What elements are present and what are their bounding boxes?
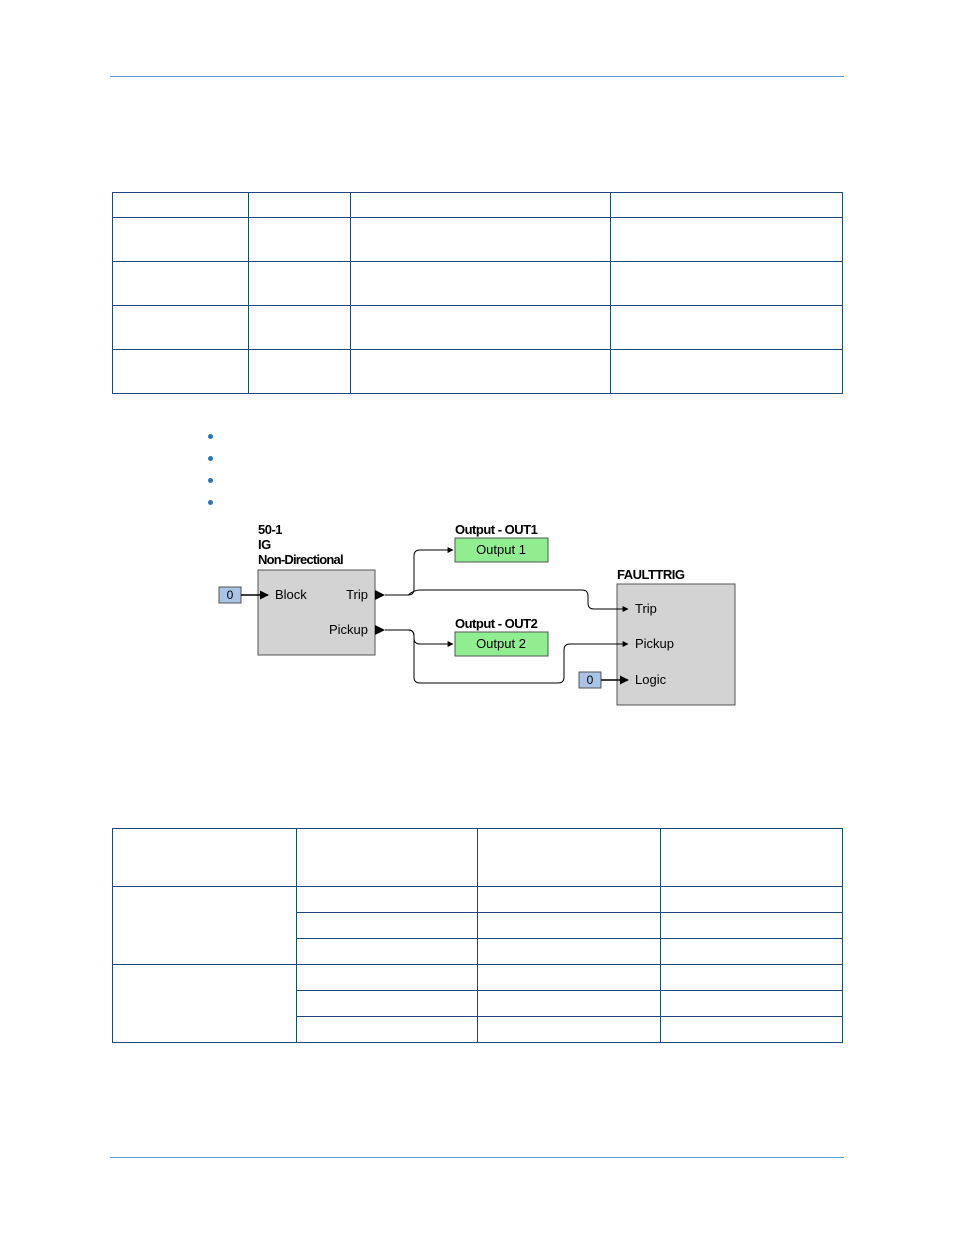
faulttrig-pickup-label: Pickup — [635, 636, 674, 651]
bullet-icon — [208, 478, 213, 483]
output2-label: Output 2 — [476, 636, 526, 651]
table-row — [113, 990, 843, 1017]
wire-pickup-to-output2 — [385, 629, 454, 647]
element-50-1-pickup-label: Pickup — [329, 622, 368, 637]
faulttrig-logic-label: Logic — [635, 672, 667, 687]
wire-trip-to-faulttrig — [385, 589, 629, 612]
logic-diagram: 50-1 IG Non-Directional Block Trip Picku… — [218, 522, 736, 706]
element-50-1-title: 50-1 — [258, 522, 282, 537]
table-row — [113, 938, 843, 965]
element-50-1-block-input-label: Block — [275, 587, 307, 602]
table-row — [112, 305, 843, 350]
table-row — [112, 886, 843, 965]
output1-label: Output 1 — [476, 542, 526, 557]
table-header-row — [112, 828, 843, 887]
table-row — [113, 1016, 843, 1043]
output1-title: Output - OUT1 — [455, 522, 538, 537]
header-rule — [110, 76, 844, 77]
logic-settings-table — [112, 828, 843, 1043]
element-50-1-mode: Non-Directional — [258, 552, 343, 567]
table-row — [113, 912, 843, 939]
pickup-output-arrow-icon — [375, 625, 385, 635]
wire-trip-to-output1 — [385, 547, 454, 596]
element-50-1-trip-label: Trip — [346, 587, 368, 602]
table-row — [112, 261, 843, 306]
constant-logic-value: 0 — [587, 673, 594, 687]
trip-output-arrow-icon — [375, 590, 385, 600]
element-50-1-subtitle: IG — [258, 537, 271, 552]
element-50-1-block[interactable] — [257, 569, 376, 656]
bullet-icon — [208, 434, 213, 439]
output2-title: Output - OUT2 — [455, 616, 538, 631]
output2-block[interactable] — [454, 631, 549, 657]
faulttrig-block[interactable] — [616, 583, 736, 706]
table-row — [112, 349, 843, 394]
faulttrig-title: FAULTTRIG — [617, 567, 685, 582]
bullet-icon — [208, 456, 213, 461]
table-header-row — [112, 192, 843, 218]
bullet-icon — [208, 500, 213, 505]
settings-table — [112, 192, 843, 394]
footer-rule — [110, 1157, 844, 1158]
faulttrig-trip-label: Trip — [635, 601, 657, 616]
wire-pickup-to-faulttrig — [385, 629, 629, 684]
constant-block-value: 0 — [227, 588, 234, 602]
table-row — [112, 964, 843, 1043]
output1-block[interactable] — [454, 537, 549, 563]
